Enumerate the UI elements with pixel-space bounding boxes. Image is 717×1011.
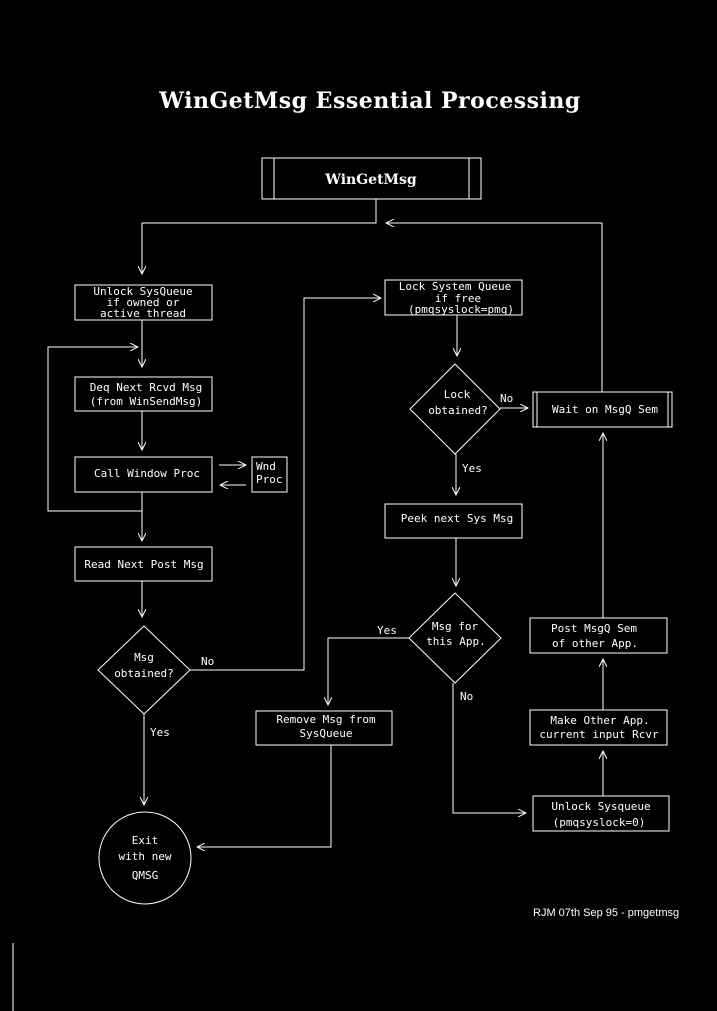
unlock-sysqueue2-line2: (pmqsyslock=0)	[553, 816, 646, 829]
remove-msg-box: Remove Msg from SysQueue	[255, 710, 393, 746]
exit-circle: Exit with new QMSG	[98, 811, 192, 905]
deq-next-line2: (from WinSendMsg)	[90, 395, 203, 408]
edge-label-yes-lock: Yes	[462, 462, 482, 475]
remove-msg-line2: SysQueue	[300, 727, 353, 740]
call-window-proc-label: Call Window Proc	[94, 467, 200, 480]
msg-for-app-line1: Msg for	[432, 620, 479, 633]
wait-msgq-box: Wait on MsgQ Sem	[532, 391, 673, 428]
lock-system-queue-box: Lock System Queue if free (pmqsyslock=pm…	[384, 279, 523, 316]
edge-label-yes-msg: Yes	[150, 726, 170, 739]
make-other-line1: Make Other App.	[550, 714, 649, 727]
unlock-sysqueue2-box: Unlock Sysqueue (pmqsyslock=0)	[532, 795, 670, 832]
call-window-proc-box: Call Window Proc	[74, 456, 213, 493]
wnd-proc-line2: Proc	[256, 473, 283, 486]
read-next-post-box: Read Next Post Msg	[74, 546, 213, 582]
post-msgq-box: Post MsgQ Sem of other App.	[529, 617, 668, 654]
start-label: WinGetMsg	[324, 172, 417, 188]
post-msgq-line1: Post MsgQ Sem	[551, 622, 637, 635]
start-box: WinGetMsg	[261, 157, 482, 200]
unlock-sysqueue2-line1: Unlock Sysqueue	[551, 800, 650, 813]
edge-label-no-msg: No	[201, 655, 214, 668]
make-other-line2: current input Rcvr	[539, 728, 659, 741]
peek-next-label: Peek next Sys Msg	[401, 512, 514, 525]
exit-line1: Exit	[132, 834, 159, 847]
msg-for-app-diamond: Msg for this App.	[408, 592, 502, 684]
peek-next-box: Peek next Sys Msg	[384, 503, 523, 539]
lock-obtained-line2: obtained?	[428, 404, 488, 417]
lock-system-queue-line3: (pmqsyslock=pmq)	[408, 303, 514, 316]
read-next-post-label: Read Next Post Msg	[84, 558, 203, 571]
credit-text: RJM 07th Sep 95 - pmgetmsg	[533, 907, 679, 919]
connectors	[47, 199, 603, 847]
msg-for-app-line2: this App.	[426, 635, 486, 648]
exit-line3: QMSG	[132, 869, 159, 882]
post-msgq-line2: of other App.	[552, 637, 638, 650]
diagram-title: WinGetMsg Essential Processing	[158, 88, 580, 114]
unlock-sysqueue-line1: Unlock SysQueue	[93, 285, 192, 298]
edge-label-no-lock: No	[500, 392, 513, 405]
edge-label-no-app: No	[460, 690, 473, 703]
unlock-sysqueue-line3: active thread	[100, 307, 186, 320]
msg-obtained-diamond: Msg obtained?	[97, 625, 191, 715]
wnd-proc-box: Wnd Proc	[251, 456, 288, 493]
make-other-box: Make Other App. current input Rcvr	[529, 709, 668, 746]
wnd-proc-line1: Wnd	[256, 460, 276, 473]
lock-obtained-diamond: Lock obtained?	[409, 363, 501, 455]
lock-obtained-line1: Lock	[444, 388, 471, 401]
lock-system-queue-line1: Lock System Queue	[399, 280, 512, 293]
lock-system-queue-line2: if free	[435, 292, 481, 305]
deq-next-line1: Deq Next Rcvd Msg	[90, 381, 203, 394]
deq-next-box: Deq Next Rcvd Msg (from WinSendMsg)	[74, 376, 213, 412]
msg-obtained-line1: Msg	[134, 651, 154, 664]
edge-label-yes-app: Yes	[377, 624, 397, 637]
wait-msgq-label: Wait on MsgQ Sem	[552, 403, 658, 416]
msg-obtained-line2: obtained?	[114, 667, 174, 680]
remove-msg-line1: Remove Msg from	[276, 713, 376, 726]
unlock-sysqueue-box: Unlock SysQueue if owned or active threa…	[74, 284, 213, 321]
exit-line2: with new	[119, 850, 172, 863]
unlock-sysqueue-line2: if owned or	[107, 296, 180, 309]
